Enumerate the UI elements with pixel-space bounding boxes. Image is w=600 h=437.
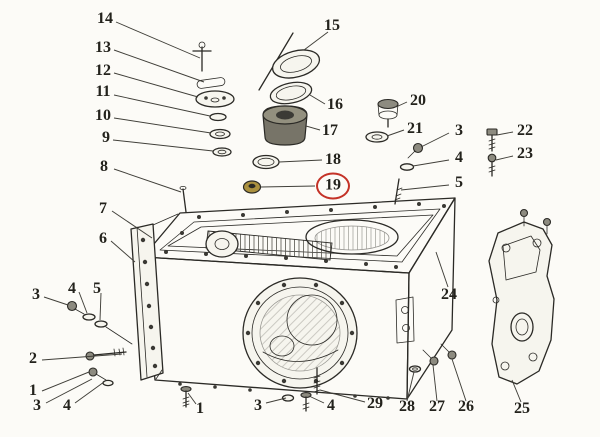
bottom-bolt-holes — [178, 382, 390, 400]
washer-stack-parts — [179, 41, 235, 213]
breather-parts — [365, 98, 399, 143]
side-bracket-plate — [488, 208, 555, 385]
left-flange-plate — [130, 213, 179, 381]
front-opening — [242, 277, 358, 389]
housing-body — [130, 197, 456, 400]
rim-bolt-holes — [164, 202, 446, 269]
left-fastener-parts — [66, 300, 133, 387]
leader-lines — [41, 21, 522, 405]
cover-bearing-parts — [242, 32, 321, 194]
bottom-fastener-parts — [180, 367, 321, 412]
right-fastener-parts — [394, 128, 498, 205]
bottom-right-fastener-parts — [408, 343, 457, 373]
